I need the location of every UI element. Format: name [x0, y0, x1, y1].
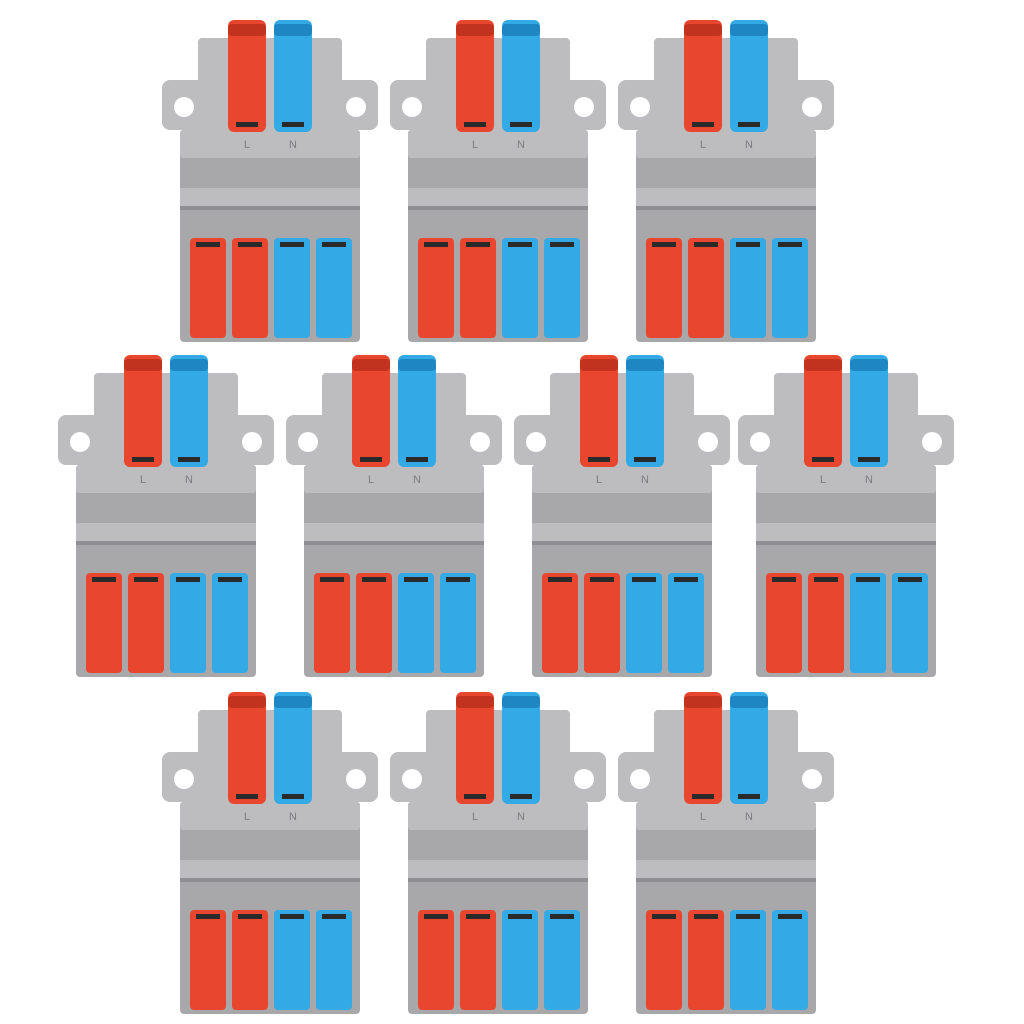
- neutral-label: N: [745, 811, 753, 823]
- line-label: L: [368, 474, 374, 486]
- neutral-label: N: [289, 139, 297, 151]
- neutral-label: N: [185, 474, 193, 486]
- line-label: L: [140, 474, 146, 486]
- line-label: L: [700, 139, 706, 151]
- line-label: L: [472, 811, 478, 823]
- neutral-label: N: [641, 474, 649, 486]
- line-label: L: [244, 139, 250, 151]
- line-label: L: [700, 811, 706, 823]
- neutral-label: N: [745, 139, 753, 151]
- neutral-label: N: [517, 139, 525, 151]
- line-label: L: [820, 474, 826, 486]
- neutral-label: N: [413, 474, 421, 486]
- neutral-label: N: [517, 811, 525, 823]
- line-label: L: [596, 474, 602, 486]
- neutral-label: N: [289, 811, 297, 823]
- neutral-label: N: [865, 474, 873, 486]
- line-label: L: [244, 811, 250, 823]
- line-label: L: [472, 139, 478, 151]
